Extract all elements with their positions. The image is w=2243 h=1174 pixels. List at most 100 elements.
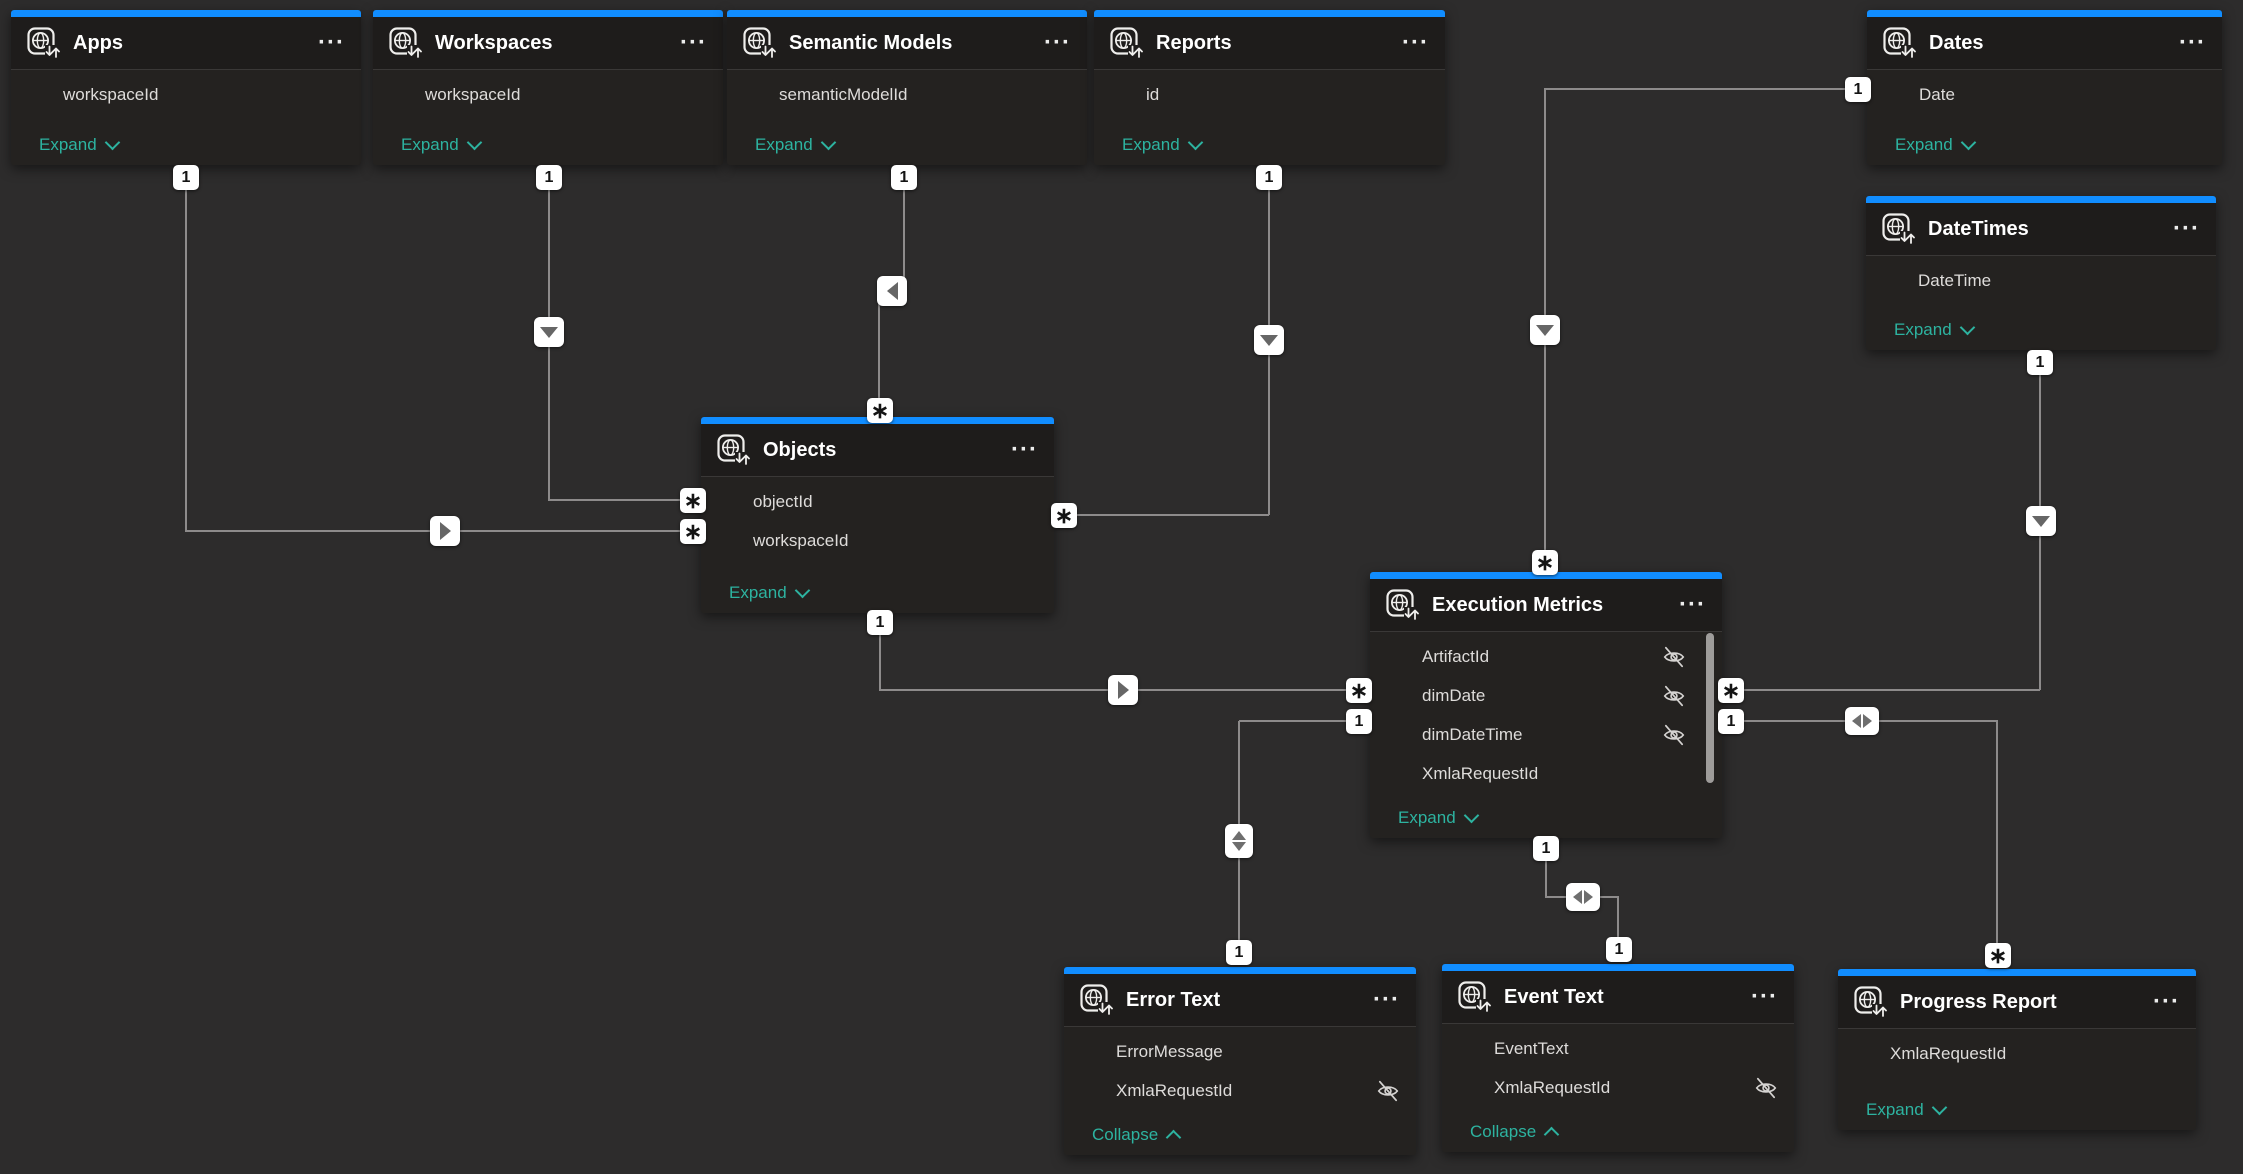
cross-filter-right-icon[interactable] <box>430 516 460 546</box>
table-card-objects[interactable]: Objects ··· objectId workspaceId Expand <box>701 417 1054 613</box>
cross-filter-both-icon[interactable] <box>1566 883 1600 911</box>
table-card-event-text[interactable]: Event Text ··· EventText XmlaRequestId C… <box>1442 964 1794 1152</box>
field-row[interactable]: id <box>1094 75 1445 114</box>
cardinality-label-many[interactable]: ∗ <box>1532 550 1558 575</box>
cardinality-label-many[interactable]: ∗ <box>1346 678 1372 703</box>
cardinality-label-many[interactable]: ∗ <box>1051 503 1077 528</box>
cardinality-label-one[interactable]: 1 <box>1533 836 1559 861</box>
more-options-button[interactable]: ··· <box>2173 215 2200 242</box>
expand-toggle[interactable]: Expand <box>1866 1099 1947 1120</box>
field-row[interactable]: dimDate <box>1370 676 1722 715</box>
relationship-line-execution-metrics-event-text[interactable] <box>1545 848 1547 897</box>
cross-filter-down-icon[interactable] <box>2026 506 2056 536</box>
field-name: Date <box>1919 84 1955 104</box>
relationship-line-workspaces-objects[interactable] <box>548 499 694 501</box>
relationship-line-semantic-models-objects[interactable] <box>878 291 880 408</box>
cardinality-label-one[interactable]: 1 <box>1845 77 1871 102</box>
cross-filter-both-icon[interactable] <box>1845 707 1879 735</box>
cross-filter-down-icon[interactable] <box>534 317 564 347</box>
relationship-line-dates-execution-metrics[interactable] <box>1545 88 1858 90</box>
hidden-eye-icon[interactable] <box>1662 723 1686 747</box>
cardinality-label-one[interactable]: 1 <box>536 165 562 190</box>
field-row[interactable]: EventText <box>1442 1029 1794 1068</box>
hidden-eye-icon[interactable] <box>1662 684 1686 708</box>
cardinality-label-one[interactable]: 1 <box>867 610 893 635</box>
more-options-button[interactable]: ··· <box>1011 436 1038 463</box>
cardinality-label-many[interactable]: ∗ <box>680 519 706 544</box>
field-row[interactable]: DateTime <box>1866 261 2216 300</box>
table-card-dates[interactable]: Dates ··· Date Expand <box>1867 10 2222 165</box>
cross-filter-down-icon[interactable] <box>1254 325 1284 355</box>
field-row[interactable]: dimDateTime <box>1370 715 1722 754</box>
table-card-apps[interactable]: Apps ··· workspaceId Expand <box>11 10 361 165</box>
table-card-datetimes[interactable]: DateTimes ··· DateTime Expand <box>1866 196 2216 350</box>
relationship-line-execution-metrics-event-text[interactable] <box>1617 897 1619 949</box>
field-row[interactable]: workspaceId <box>11 75 361 114</box>
more-options-button[interactable]: ··· <box>1679 591 1706 618</box>
field-row[interactable]: objectId <box>701 482 1054 521</box>
relationship-line-reports-objects[interactable] <box>1064 514 1269 516</box>
cross-filter-both-icon[interactable] <box>1225 824 1253 858</box>
field-row[interactable]: XmlaRequestId <box>1442 1068 1794 1107</box>
relationship-line-apps-objects[interactable] <box>185 177 187 531</box>
expand-toggle[interactable]: Expand <box>755 134 836 155</box>
cardinality-label-many[interactable]: ∗ <box>680 488 706 513</box>
cardinality-label-one[interactable]: 1 <box>1718 709 1744 734</box>
more-options-button[interactable]: ··· <box>2153 988 2180 1015</box>
more-options-button[interactable]: ··· <box>680 29 707 56</box>
hidden-eye-icon[interactable] <box>1376 1079 1400 1103</box>
expand-toggle[interactable]: Expand <box>729 582 810 603</box>
expand-toggle[interactable]: Expand <box>1895 134 1976 155</box>
card-scrollbar[interactable] <box>1706 633 1714 783</box>
cardinality-label-one[interactable]: 1 <box>1346 709 1372 734</box>
relationship-line-objects-execution-metrics[interactable] <box>879 622 881 690</box>
cardinality-label-one[interactable]: 1 <box>1606 937 1632 962</box>
field-row[interactable]: Date <box>1867 75 2222 114</box>
cardinality-label-one[interactable]: 1 <box>2027 350 2053 375</box>
cardinality-label-many[interactable]: ∗ <box>867 398 893 423</box>
more-options-button[interactable]: ··· <box>318 29 345 56</box>
expand-toggle[interactable]: Expand <box>1122 134 1203 155</box>
cardinality-label-many[interactable]: ∗ <box>1718 678 1744 703</box>
relationship-line-datetimes-execution-metrics[interactable] <box>1731 689 2040 691</box>
expand-toggle[interactable]: Expand <box>39 134 120 155</box>
cardinality-label-many[interactable]: ∗ <box>1985 943 2011 968</box>
cardinality-label-one[interactable]: 1 <box>1226 940 1252 965</box>
field-row[interactable]: XmlaRequestId <box>1838 1034 2196 1073</box>
field-row[interactable]: ArtifactId <box>1370 637 1722 676</box>
field-row[interactable]: XmlaRequestId <box>1370 754 1722 793</box>
cardinality-label-one[interactable]: 1 <box>173 165 199 190</box>
table-card-error-text[interactable]: Error Text ··· ErrorMessage XmlaRequestI… <box>1064 967 1416 1155</box>
relationship-line-execution-metrics-progress-report[interactable] <box>1996 721 1998 955</box>
field-row[interactable]: workspaceId <box>701 521 1054 560</box>
cardinality-label-one[interactable]: 1 <box>1256 165 1282 190</box>
table-card-semantic-models[interactable]: Semantic Models ··· semanticModelId Expa… <box>727 10 1087 165</box>
hidden-eye-icon[interactable] <box>1662 645 1686 669</box>
hidden-eye-icon[interactable] <box>1754 1076 1778 1100</box>
cardinality-label-one[interactable]: 1 <box>891 165 917 190</box>
expand-toggle[interactable]: Expand <box>401 134 482 155</box>
more-options-button[interactable]: ··· <box>1402 29 1429 56</box>
table-card-workspaces[interactable]: Workspaces ··· workspaceId Expand <box>373 10 723 165</box>
relationship-line-execution-metrics-error-text[interactable] <box>1239 720 1359 722</box>
collapse-toggle[interactable]: Collapse <box>1092 1125 1182 1146</box>
expand-label: Expand <box>401 135 459 154</box>
more-options-button[interactable]: ··· <box>1044 29 1071 56</box>
relationship-line-semantic-models-objects[interactable] <box>903 177 905 291</box>
cross-filter-right-icon[interactable] <box>1108 675 1138 705</box>
more-options-button[interactable]: ··· <box>2179 29 2206 56</box>
more-options-button[interactable]: ··· <box>1751 983 1778 1010</box>
collapse-toggle[interactable]: Collapse <box>1470 1122 1560 1143</box>
more-options-button[interactable]: ··· <box>1373 986 1400 1013</box>
expand-toggle[interactable]: Expand <box>1398 807 1479 828</box>
table-card-execution-metrics[interactable]: Execution Metrics ··· ArtifactId dimDate… <box>1370 572 1722 838</box>
cross-filter-left-icon[interactable] <box>877 276 907 306</box>
field-row[interactable]: XmlaRequestId <box>1064 1071 1416 1110</box>
cross-filter-down-icon[interactable] <box>1530 315 1560 345</box>
field-row[interactable]: ErrorMessage <box>1064 1032 1416 1071</box>
expand-toggle[interactable]: Expand <box>1894 319 1975 340</box>
field-row[interactable]: workspaceId <box>373 75 723 114</box>
field-row[interactable]: semanticModelId <box>727 75 1087 114</box>
table-card-progress-report[interactable]: Progress Report ··· XmlaRequestId Expand <box>1838 969 2196 1130</box>
table-card-reports[interactable]: Reports ··· id Expand <box>1094 10 1445 165</box>
